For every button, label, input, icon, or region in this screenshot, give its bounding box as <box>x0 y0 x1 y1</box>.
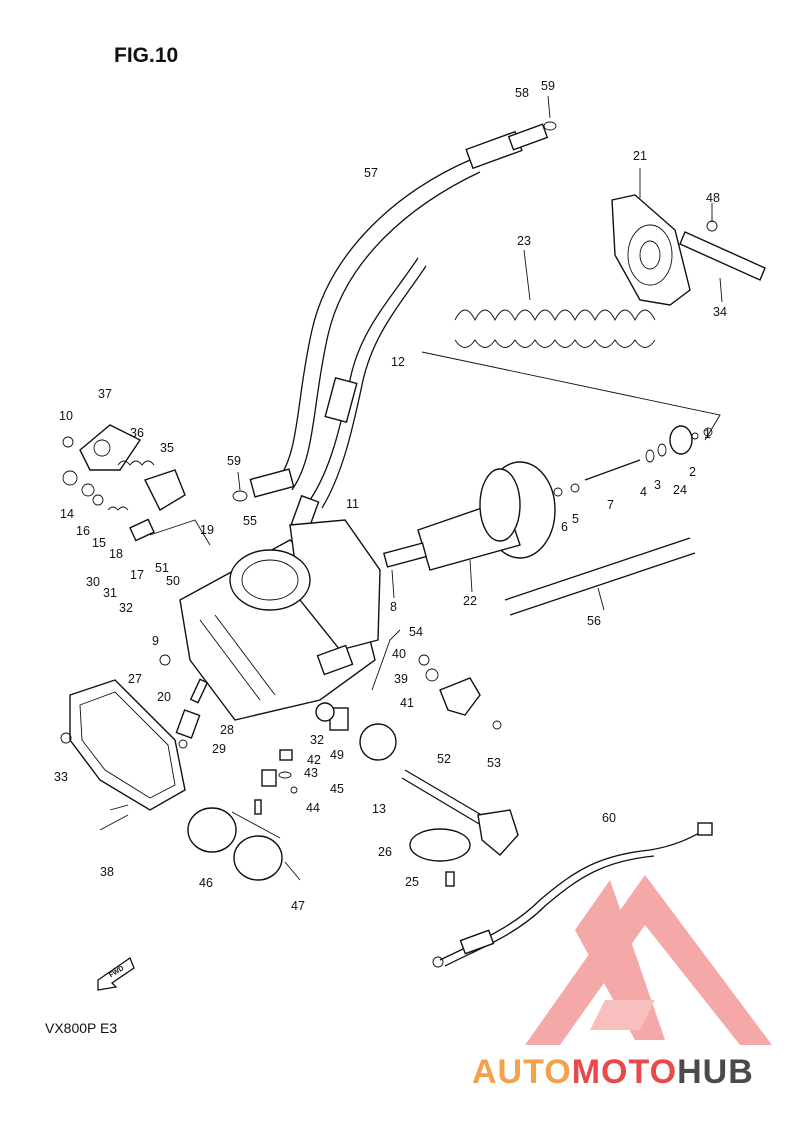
label-41: 41 <box>400 696 414 710</box>
label-14: 14 <box>60 507 74 521</box>
label-45: 45 <box>330 782 344 796</box>
label-5: 5 <box>572 512 579 526</box>
figure-title: FIG.10 <box>114 44 178 67</box>
label-42: 42 <box>307 753 321 767</box>
part-labels: 58 59 57 21 48 23 34 12 37 10 36 35 59 1… <box>54 79 727 913</box>
label-27: 27 <box>128 672 142 686</box>
throttle-parts <box>315 629 502 761</box>
label-26: 26 <box>378 845 392 859</box>
label-51: 51 <box>155 561 169 575</box>
floats-46 <box>187 807 301 881</box>
label-19: 19 <box>200 523 214 537</box>
label-29: 29 <box>212 742 226 756</box>
label-7: 7 <box>607 498 614 512</box>
label-55: 55 <box>243 514 257 528</box>
label-59a: 59 <box>541 79 555 93</box>
choke-parts <box>62 424 211 546</box>
label-16: 16 <box>76 524 90 538</box>
label-35: 35 <box>160 441 174 455</box>
throttle-shaft-52 <box>401 769 519 887</box>
label-9: 9 <box>152 634 159 648</box>
label-56: 56 <box>587 614 601 628</box>
fwd-arrow-icon <box>97 957 135 991</box>
label-31: 31 <box>103 586 117 600</box>
label-47: 47 <box>291 899 305 913</box>
label-24: 24 <box>673 483 687 497</box>
label-58: 58 <box>515 86 529 100</box>
label-48: 48 <box>706 191 720 205</box>
label-59b: 59 <box>227 454 241 468</box>
label-15: 15 <box>92 536 106 550</box>
carburetor-body <box>179 519 381 721</box>
clamp-59-left <box>232 471 248 502</box>
watermark-brand-hub: HUB <box>677 1053 754 1091</box>
bracket-34 <box>679 203 766 303</box>
label-18: 18 <box>109 547 123 561</box>
label-39: 39 <box>394 672 408 686</box>
label-22: 22 <box>463 594 477 608</box>
label-21: 21 <box>633 149 647 163</box>
label-33: 33 <box>54 770 68 784</box>
label-12: 12 <box>391 355 405 369</box>
label-52: 52 <box>437 752 451 766</box>
watermark-brand: AUTOMOTOHUB <box>472 1053 754 1091</box>
watermark-logo <box>525 875 772 1045</box>
label-60: 60 <box>602 811 616 825</box>
watermark-brand-auto: AUTO <box>472 1053 572 1091</box>
label-32a: 32 <box>119 601 133 615</box>
label-10: 10 <box>59 409 73 423</box>
label-1: 1 <box>704 427 711 441</box>
label-6: 6 <box>561 520 568 534</box>
breather-hose-56 <box>504 537 696 616</box>
label-53: 53 <box>487 756 501 770</box>
vacuum-piston-22 <box>383 461 556 599</box>
label-28: 28 <box>220 723 234 737</box>
label-43: 43 <box>304 766 318 780</box>
label-23: 23 <box>517 234 531 248</box>
label-37: 37 <box>98 387 112 401</box>
label-11: 11 <box>346 497 359 511</box>
label-57: 57 <box>364 166 378 180</box>
label-54: 54 <box>409 625 423 639</box>
label-13: 13 <box>372 802 386 816</box>
watermark-brand-moto: MOTO <box>572 1053 677 1091</box>
label-20: 20 <box>157 690 171 704</box>
clamp-59-top <box>543 95 557 131</box>
label-17: 17 <box>130 568 144 582</box>
jets <box>159 654 298 815</box>
cable-60 <box>432 822 713 968</box>
label-50: 50 <box>166 574 180 588</box>
label-30: 30 <box>86 575 100 589</box>
hose-12 <box>290 257 427 532</box>
label-3: 3 <box>654 478 661 492</box>
label-25: 25 <box>405 875 419 889</box>
label-8: 8 <box>390 600 397 614</box>
float-chamber-27 <box>60 679 186 831</box>
model-code: VX800P E3 <box>45 1020 117 1036</box>
label-38: 38 <box>100 865 114 879</box>
label-46: 46 <box>199 876 213 890</box>
top-cap-21 <box>611 168 691 306</box>
label-34: 34 <box>713 305 727 319</box>
spring-23 <box>454 249 656 348</box>
label-36: 36 <box>130 426 144 440</box>
label-32b: 32 <box>310 733 324 747</box>
hose-57 <box>249 123 549 498</box>
label-40: 40 <box>392 647 406 661</box>
label-4: 4 <box>640 485 647 499</box>
label-44: 44 <box>306 801 320 815</box>
label-2: 2 <box>689 465 696 479</box>
label-49: 49 <box>330 748 344 762</box>
needle-parts <box>553 425 713 497</box>
